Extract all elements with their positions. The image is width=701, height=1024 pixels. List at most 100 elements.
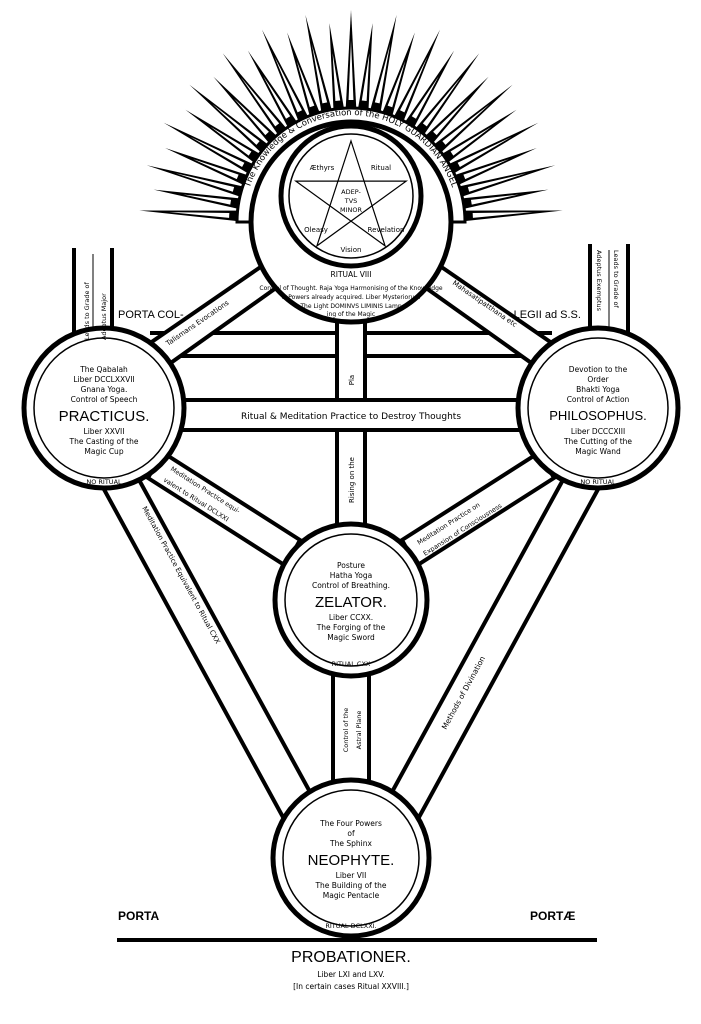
practicus-line-1: The Qabalah — [79, 365, 128, 374]
sunburst-ray-highlight — [387, 60, 406, 108]
sunburst-ray-highlight — [450, 126, 492, 156]
sunburst-ray — [458, 189, 549, 210]
sunburst-ray — [380, 32, 415, 120]
zelator-ritual-label: RITUAL CXX — [332, 660, 371, 668]
philosophus-line-5: Liber DCCCXIII — [571, 427, 625, 436]
path-vertical-lower-text-1: Control of the — [342, 708, 350, 753]
sunburst-ray-highlight — [348, 40, 354, 101]
probationer-title: PROBATIONER. — [291, 949, 411, 966]
sunburst-ray-highlight — [411, 76, 439, 119]
gate-right-label: -LEGII ad S.S. — [510, 309, 581, 321]
sunburst-ray-highlight — [183, 194, 232, 205]
philosophus-line-1: Devotion to the — [569, 365, 628, 374]
sunburst-ray — [455, 165, 556, 198]
zelator-line-1: Posture — [337, 561, 365, 570]
sunburst-ray-highlight — [470, 194, 519, 205]
sunburst-ray-highlight — [472, 212, 533, 218]
sunburst-ray-highlight — [332, 52, 341, 102]
philosophus-line-4: Control of Action — [567, 395, 630, 404]
sunburst-ray-highlight — [263, 76, 291, 119]
node-adeptus-minor-shape — [278, 123, 424, 269]
zelator-line-3: Control of Breathing. — [312, 581, 390, 590]
pentagram-word-1: Æthyrs — [310, 164, 335, 172]
sunburst-ray-highlight — [422, 77, 462, 127]
neophyte-line-6: Magic Pentacle — [323, 891, 380, 900]
sunburst-ray — [369, 14, 397, 116]
right-pillar-text-1: Leads to Grade of — [612, 250, 620, 309]
neophyte-line-5: The Building of the — [314, 881, 386, 890]
node-zelator-shape — [272, 521, 430, 679]
upper-ring-text-4: ing of the Magic — [327, 311, 375, 318]
neophyte-title: NEOPHYTE. — [308, 852, 395, 869]
sunburst-rays — [139, 10, 563, 222]
sunburst-ray-highlight — [190, 136, 245, 168]
sunburst-ray-highlight — [467, 173, 527, 192]
sunburst-ray — [392, 29, 441, 125]
pentagram-word-3: Revelation — [368, 226, 405, 234]
sunburst-ray-highlight — [296, 60, 315, 108]
sunburst-ray-highlight — [442, 104, 490, 145]
sunburst-ray-highlight — [193, 159, 239, 180]
probationer-line-2: [In certain cases Ritual XXVIII.] — [293, 982, 409, 991]
sunburst-ray — [329, 23, 345, 114]
pentagram-word-5: Oleasy — [304, 226, 328, 234]
pentagram-word-4: Vision — [341, 246, 362, 254]
sunburst-ray — [445, 122, 539, 176]
sunburst-ray-highlight — [240, 77, 280, 127]
practicus-ritual-label: NO RITUAL — [86, 478, 122, 486]
philosophus-line-2: Order — [587, 375, 609, 384]
zelator-line-2: Hatha Yoga — [330, 571, 372, 580]
sunburst-ray — [287, 32, 322, 120]
sunburst-ray — [146, 165, 247, 198]
philosophus-ritual-label: NO RITUAL — [580, 478, 616, 486]
practicus-line-2: Liber DCCLXXVII — [73, 375, 134, 384]
practicus-title: PRACTICUS. — [59, 408, 150, 425]
sunburst-ray-highlight — [274, 56, 302, 113]
sunburst-ray-highlight — [175, 173, 235, 192]
crown-center-line-1: ADEP- — [341, 188, 361, 196]
sunburst-ray — [261, 29, 310, 125]
sunburst-ray-highlight — [234, 98, 269, 136]
node-philosophus-shape — [515, 325, 681, 491]
sunburst-ray-highlight — [457, 136, 512, 168]
sunburst-ray — [305, 14, 333, 116]
sunburst-ray-highlight — [463, 159, 509, 180]
sunburst-ray — [357, 23, 373, 114]
philosophus-title: PHILOSOPHUS. — [549, 408, 647, 423]
philosophus-line-7: Magic Wand — [575, 447, 621, 456]
path-vertical-mid-text: Rising on the — [348, 457, 356, 503]
crown-center-line-2: TVS — [344, 197, 358, 205]
sunburst-ray — [153, 189, 244, 210]
porta-left-label: PORTA — [118, 909, 159, 923]
crown-center-line-3: MINOR — [340, 206, 363, 214]
crown-ritual-label: RITUAL VIII — [331, 270, 372, 279]
right-pillar-text-2: Adeptus Exemptus — [595, 250, 603, 312]
sunburst-ray-highlight — [361, 52, 370, 102]
path-right-long — [390, 477, 604, 831]
sunburst-ray-highlight — [400, 56, 428, 113]
sunburst-ray — [165, 147, 251, 187]
path-left-long — [98, 477, 312, 831]
sunburst-ray — [451, 147, 537, 187]
practicus-line-4: Control of Speech — [71, 395, 138, 404]
path-vertical — [331, 316, 371, 792]
sunburst-ray-highlight — [311, 44, 328, 104]
sunburst-ray-highlight — [169, 212, 230, 218]
pentagram-icon — [293, 139, 409, 248]
practicus-line-6: The Casting of the — [69, 437, 139, 446]
practicus-line-7: Magic Cup — [84, 447, 123, 456]
sunburst-ray-highlight — [374, 44, 391, 104]
probationer-line-1: Liber LXI and LXV. — [317, 970, 384, 979]
neophyte-line-4: Liber VII — [336, 871, 367, 880]
sunburst-ray-highlight — [433, 98, 468, 136]
upper-ring-text-2: & Powers already acquired. Liber Mysteri… — [282, 294, 421, 301]
path-vertical-upper-text: Pla — [348, 375, 356, 385]
path-horizontal-text: Ritual & Meditation Practice to Destroy … — [241, 412, 461, 422]
sunburst-ray-highlight — [210, 126, 252, 156]
node-neophyte-shape — [270, 777, 432, 939]
neophyte-line-3: The Sphinx — [329, 839, 372, 848]
upper-ring-text-3: The Light DOMINVS LIMINIS Lamp — [299, 303, 401, 310]
practicus-line-3: Gnana Yoga. — [81, 385, 128, 394]
upper-ring-text-1: Control of Thought. Raja Yoga Harmonisin… — [259, 285, 442, 292]
path-vertical-lower-text-2: Astral Plane — [355, 711, 363, 750]
